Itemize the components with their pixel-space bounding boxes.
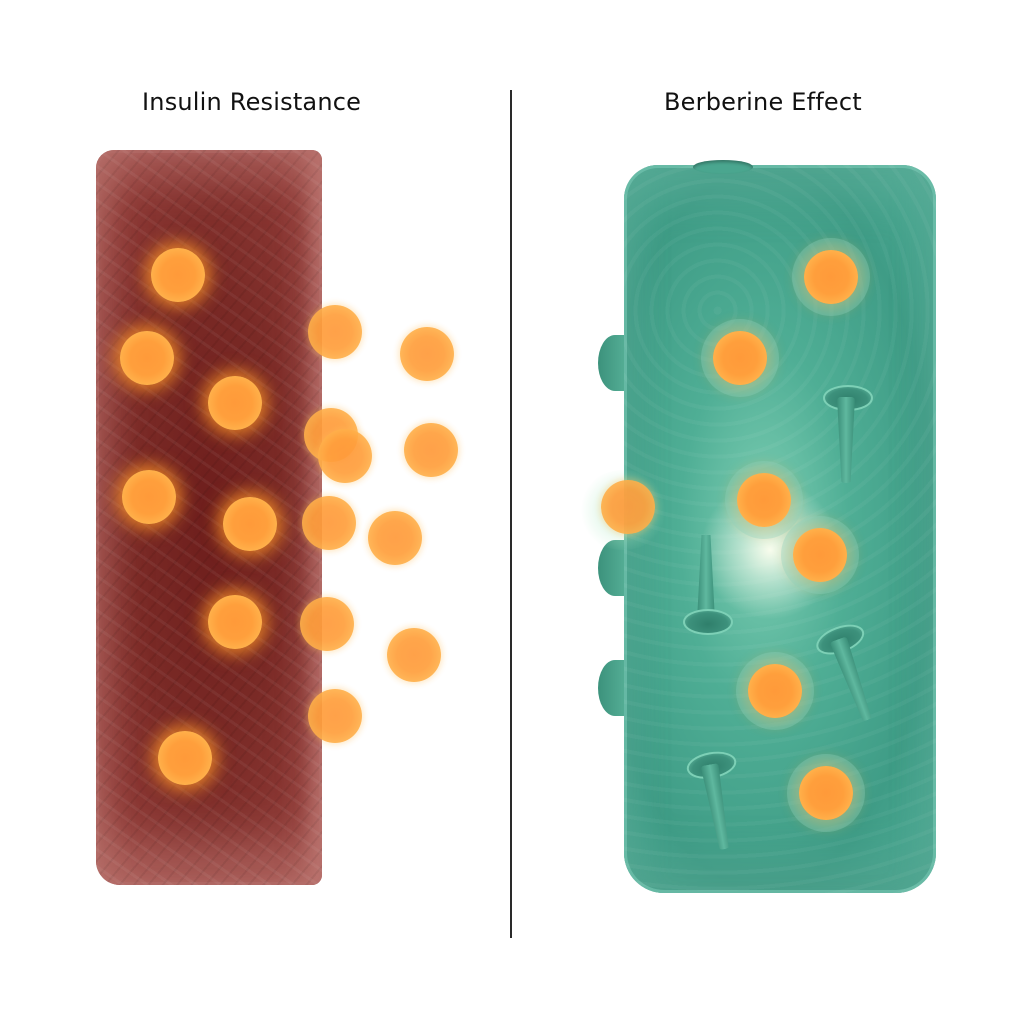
glucose-molecule-inside xyxy=(120,331,174,385)
glucose-molecule-blocked xyxy=(302,496,356,550)
glucose-molecule-absorbed xyxy=(713,331,767,385)
glucose-molecule-absorbed xyxy=(737,473,791,527)
membrane-port xyxy=(693,160,753,174)
glucose-molecule-blocked xyxy=(308,689,362,743)
glucose-molecule-absorbed xyxy=(804,250,858,304)
glucose-molecule-inside xyxy=(208,595,262,649)
insulin-resistance-title: Insulin Resistance xyxy=(142,88,362,116)
glut4-transporter xyxy=(683,535,733,635)
glucose-molecule-blocked xyxy=(368,511,422,565)
resistant-cell xyxy=(96,150,322,885)
glucose-molecule-inside xyxy=(158,731,212,785)
glucose-molecule-entering xyxy=(601,480,655,534)
glucose-molecule-absorbed xyxy=(799,766,853,820)
panel-divider xyxy=(510,90,512,938)
glut4-transporter xyxy=(823,385,873,485)
glucose-molecule-inside xyxy=(208,376,262,430)
glucose-molecule-inside xyxy=(223,497,277,551)
glucose-molecule-blocked xyxy=(308,305,362,359)
glucose-molecule-blocked xyxy=(404,423,458,477)
glucose-molecule-inside xyxy=(122,470,176,524)
glucose-molecule-blocked xyxy=(318,429,372,483)
glucose-molecule-absorbed xyxy=(793,528,847,582)
glucose-molecule-blocked xyxy=(400,327,454,381)
glucose-molecule-absorbed xyxy=(748,664,802,718)
berberine-effect-title: Berberine Effect xyxy=(664,88,862,116)
glucose-molecule-inside xyxy=(151,248,205,302)
glucose-molecule-blocked xyxy=(387,628,441,682)
berberine-treated-cell xyxy=(624,165,936,893)
glucose-molecule-blocked xyxy=(300,597,354,651)
